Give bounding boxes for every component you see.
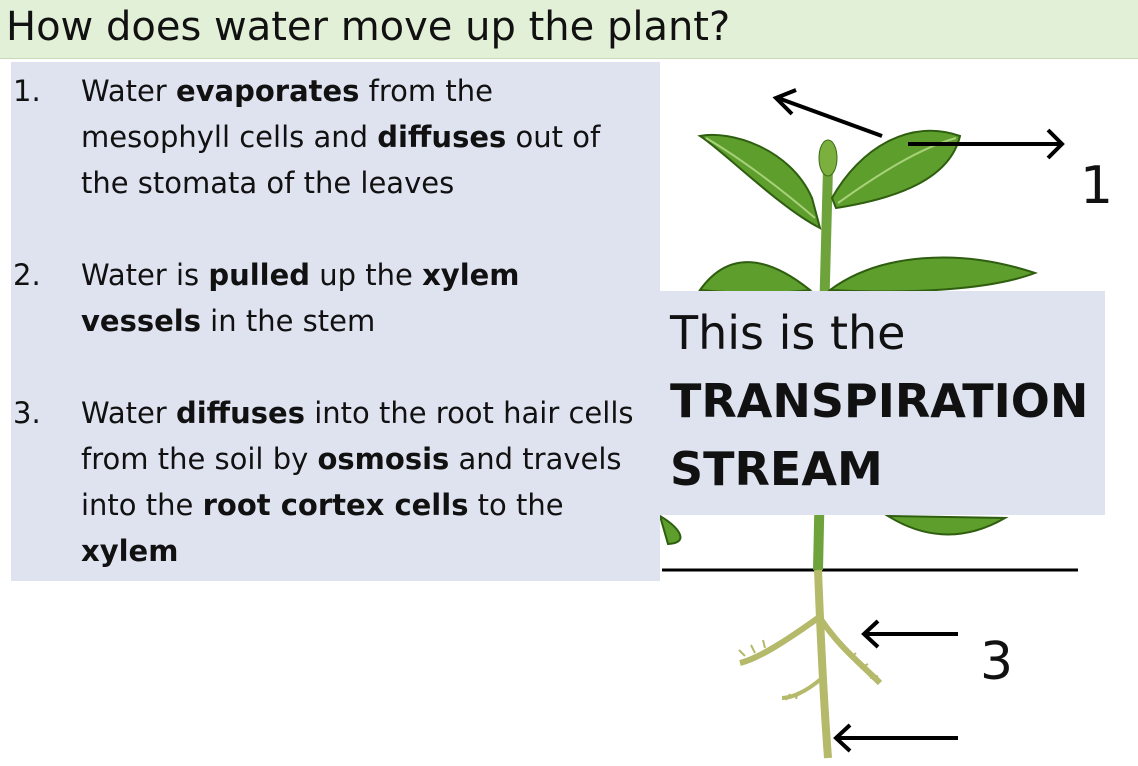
step-text-run: Water <box>81 396 176 430</box>
step-number: 2. <box>13 258 41 292</box>
plant-diagram <box>660 88 1078 759</box>
step-text-run: Water is <box>81 258 209 292</box>
page-title: How does water move up the plant? <box>6 4 731 50</box>
step-text-run: from the mesophyll cells and <box>81 74 493 154</box>
step-number: 3. <box>13 396 41 430</box>
arrow-evaporation-left <box>777 96 883 138</box>
step-text-run: to the <box>468 488 564 522</box>
step-text-run: in the stem <box>200 304 376 338</box>
lateral-root-lower <box>781 676 824 700</box>
callout-line-3: STREAM <box>670 442 883 496</box>
leaf-top-right <box>830 129 962 210</box>
step-text-run: up the <box>310 258 423 292</box>
diagram-label-1: 1 <box>1080 156 1114 216</box>
step-text-bold: xylem vessels <box>81 258 520 338</box>
tap-root <box>814 569 832 759</box>
leaf-lower-left <box>660 514 682 546</box>
step-text-bold: osmosis <box>317 442 450 476</box>
step-text-bold: root cortex cells <box>202 488 469 522</box>
leaf-lower-right <box>884 514 1009 536</box>
step-text-bold: diffuses <box>175 396 305 430</box>
step-text-bold: xylem <box>81 534 179 568</box>
step-text-bold: diffuses <box>377 120 507 154</box>
step-text: Water is pulled up the xylem vessels in … <box>81 252 641 344</box>
step-text-bold: evaporates <box>175 74 360 108</box>
step-text-bold: pulled <box>208 258 311 292</box>
steps-panel: 1. Water evaporates from the mesophyll c… <box>11 62 660 581</box>
title-bar: How does water move up the plant? <box>0 0 1138 59</box>
diagram-label-3: 3 <box>980 632 1014 692</box>
step-text: Water diffuses into the root hair cells … <box>81 390 641 574</box>
leaf-middle-right <box>827 256 1038 293</box>
step-text-run: Water <box>81 74 176 108</box>
leaf-top-left <box>697 133 822 230</box>
callout-line-1: This is the <box>670 306 906 360</box>
bud <box>818 139 838 177</box>
lateral-root-left <box>739 615 820 666</box>
callout-line-2: TRANSPIRATION <box>670 374 1089 428</box>
transpiration-callout: This is the TRANSPIRATION STREAM <box>660 291 1105 515</box>
step-number: 1. <box>13 74 41 108</box>
leaf-middle-left <box>698 261 813 294</box>
step-text: Water evaporates from the mesophyll cell… <box>81 68 641 206</box>
step-text-run: into the root hair cells from the soil b… <box>81 396 634 476</box>
step-text-run: out of the stomata of the leaves <box>81 120 601 200</box>
step-text-run: and travels into the <box>81 442 622 522</box>
